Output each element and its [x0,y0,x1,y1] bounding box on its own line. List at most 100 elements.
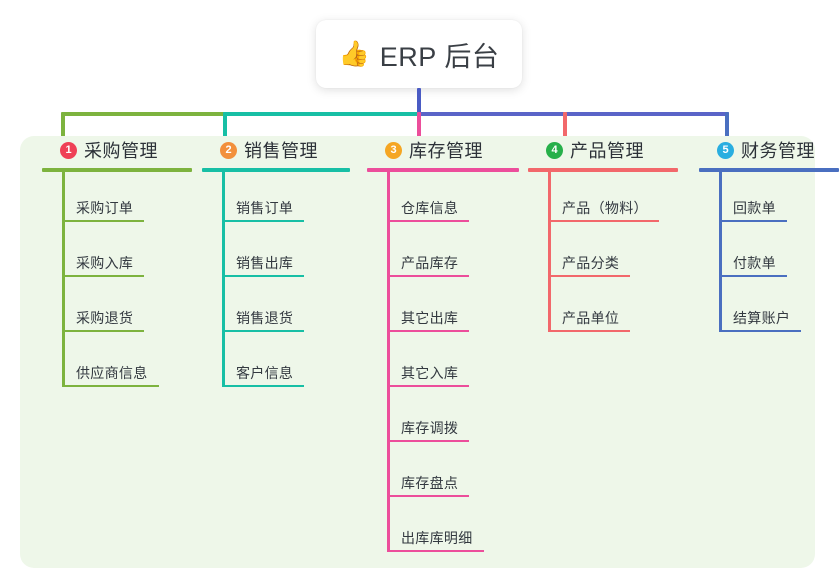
leaf-label: 采购入库 [76,255,134,271]
column-underline-5 [699,168,839,172]
column-title-4: 产品管理 [570,141,644,161]
leaf-node[interactable]: 库存盘点 [387,473,469,497]
leaf-underline [222,330,304,332]
leaf-underline [222,275,304,277]
column-header-1[interactable]: 1 采购管理 [42,136,192,164]
leaf-node[interactable]: 产品（物料） [548,198,659,222]
leaf-underline [387,440,469,442]
leaf-label: 销售订单 [236,200,294,216]
leaf-node[interactable]: 销售订单 [222,198,304,222]
leaf-underline [548,275,630,277]
leaf-node[interactable]: 回款单 [719,198,787,222]
leaf-label: 采购订单 [76,200,134,216]
branch-drop-1 [61,112,65,147]
leaf-node[interactable]: 供应商信息 [62,363,159,387]
leaf-label: 客户信息 [236,365,294,381]
leaf-underline [719,330,801,332]
leaf-label: 产品分类 [562,255,620,271]
branch-drop-4 [563,112,567,147]
column-header-5[interactable]: 5 财务管理 [699,136,839,164]
leaf-label: 销售出库 [236,255,294,271]
leaf-underline [62,275,144,277]
leaf-node[interactable]: 产品库存 [387,253,469,277]
column-underline-3 [367,168,519,172]
leaf-label: 付款单 [733,255,776,271]
root-stem-connector [417,88,421,114]
column-title-3: 库存管理 [409,141,483,161]
leaf-node[interactable]: 客户信息 [222,363,304,387]
leaf-node[interactable]: 产品单位 [548,308,630,332]
root-node[interactable]: 👍 ERP 后台 [316,20,522,88]
column-3: 3 库存管理仓库信息产品库存其它出库其它入库库存调拨库存盘点出库库明细 [367,136,519,560]
column-underline-2 [202,168,350,172]
leaf-underline [719,275,787,277]
column-header-2[interactable]: 2 销售管理 [202,136,350,164]
leaf-node[interactable]: 其它出库 [387,308,469,332]
leaf-node[interactable]: 结算账户 [719,308,801,332]
column-2: 2 销售管理销售订单销售出库销售退货客户信息 [202,136,350,395]
leaf-node[interactable]: 采购入库 [62,253,144,277]
leaf-underline [222,220,304,222]
column-badge-5: 5 [717,141,734,159]
leaf-node[interactable]: 出库库明细 [387,528,484,552]
column-spine-2 [222,172,225,387]
diagram-panel: 1 采购管理采购订单采购入库采购退货供应商信息 2 销售管理销售订单销售出库销售退货客… [20,136,839,568]
column-title-5: 财务管理 [741,141,815,161]
column-body-4: 产品（物料） 产品分类产品单位 [528,172,678,340]
leaf-label: 产品（物料） [562,200,648,216]
column-body-2: 销售订单销售出库销售退货客户信息 [202,172,350,395]
column-badge-1: 1 [60,141,77,159]
leaf-underline [62,330,144,332]
leaf-label: 结算账户 [733,310,791,326]
column-badge-3: 3 [385,141,402,159]
leaf-node[interactable]: 库存调拨 [387,418,469,442]
column-spine-5 [719,172,722,332]
leaf-node[interactable]: 其它入库 [387,363,469,387]
column-body-3: 仓库信息产品库存其它出库其它入库库存调拨库存盘点出库库明细 [367,172,519,560]
thumbs-up-icon: 👍 [338,39,370,68]
leaf-underline [222,385,304,387]
leaf-underline [719,220,787,222]
leaf-underline [387,220,469,222]
leaf-label: 回款单 [733,200,776,216]
column-body-5: 回款单付款单结算账户 [699,172,839,340]
leaf-underline [62,220,144,222]
column-title-2: 销售管理 [244,141,318,161]
leaf-underline [62,385,159,387]
column-underline-4 [528,168,678,172]
leaf-label: 其它出库 [401,310,459,326]
column-header-3[interactable]: 3 库存管理 [367,136,519,164]
leaf-node[interactable]: 销售出库 [222,253,304,277]
leaf-underline [548,220,659,222]
leaf-label: 采购退货 [76,310,134,326]
branch-bar-indigo [419,112,729,116]
column-5: 5 财务管理回款单付款单结算账户 [699,136,839,340]
leaf-node[interactable]: 仓库信息 [387,198,469,222]
leaf-underline [387,385,469,387]
column-body-1: 采购订单采购入库采购退货供应商信息 [42,172,192,395]
leaf-underline [387,495,469,497]
column-spine-1 [62,172,65,387]
column-title-1: 采购管理 [84,141,158,161]
leaf-label: 产品库存 [401,255,459,271]
leaf-node[interactable]: 付款单 [719,253,787,277]
leaf-node[interactable]: 采购订单 [62,198,144,222]
leaf-node[interactable]: 销售退货 [222,308,304,332]
branch-drop-2 [223,112,227,147]
leaf-underline [548,330,630,332]
column-badge-4: 4 [546,141,563,159]
column-spine-4 [548,172,551,332]
branch-bar-teal [225,112,419,116]
leaf-label: 仓库信息 [401,200,459,216]
leaf-label: 出库库明细 [401,530,473,546]
root-title: ERP 后台 [379,41,500,72]
leaf-node[interactable]: 产品分类 [548,253,630,277]
branch-drop-3 [417,112,421,147]
leaf-node[interactable]: 采购退货 [62,308,144,332]
column-underline-1 [42,168,192,172]
column-badge-2: 2 [220,141,237,159]
branch-bar-green [63,112,225,116]
column-4: 4 产品管理产品（物料） 产品分类产品单位 [528,136,678,340]
leaf-label: 库存盘点 [401,475,459,491]
column-header-4[interactable]: 4 产品管理 [528,136,678,164]
